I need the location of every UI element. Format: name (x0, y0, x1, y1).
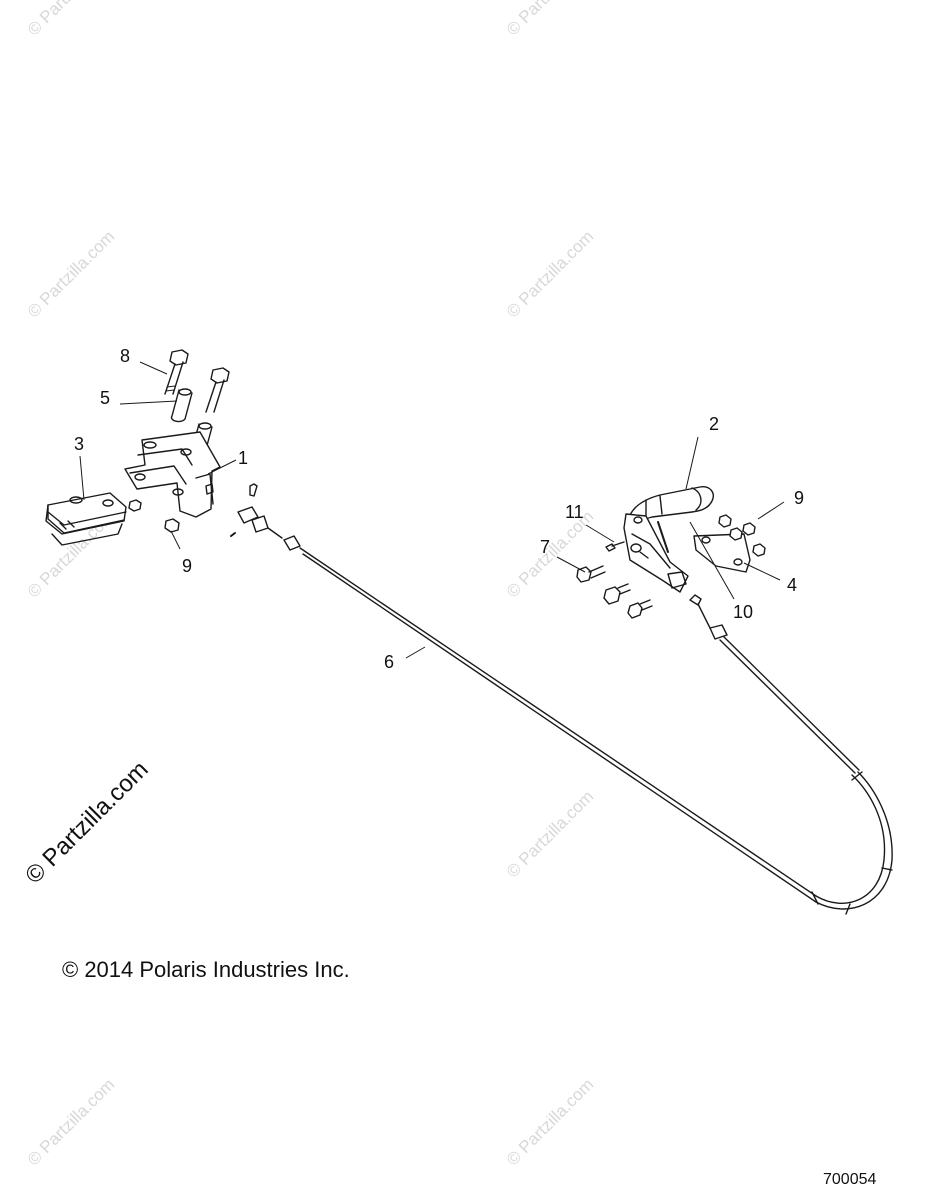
nut-part (752, 543, 766, 557)
bolt-part (603, 583, 631, 605)
callout-2: 2 (709, 414, 720, 434)
callout-10: 10 (733, 602, 754, 622)
nut-part (729, 527, 743, 541)
callout-9-left: 9 (182, 556, 193, 576)
leader-lines (79, 361, 785, 659)
callout-6: 6 (384, 652, 395, 672)
callout-4: 4 (787, 575, 798, 595)
callout-9-right: 9 (794, 488, 805, 508)
bolt-part (627, 599, 653, 619)
callout-8: 8 (120, 346, 131, 366)
diagram-number: 700054 (823, 1171, 877, 1188)
screw-part (605, 541, 625, 552)
mount-bracket-part (124, 431, 221, 518)
nut-part (164, 518, 180, 533)
callout-7: 7 (540, 537, 551, 557)
bolt-part (576, 565, 606, 583)
lever-mount-bracket-part (693, 533, 751, 573)
spacer-part (170, 388, 193, 423)
copyright-notice: © 2014 Polaris Industries Inc. (62, 957, 350, 982)
callout-5: 5 (100, 388, 111, 408)
callout-1: 1 (238, 448, 249, 468)
cable-clevis-part (237, 506, 301, 551)
bolt-part (205, 367, 230, 413)
lever-bracket-part (623, 513, 689, 593)
callout-3: 3 (74, 434, 85, 454)
brake-cable-part (299, 547, 893, 915)
nut-part (128, 499, 142, 512)
clip-part (230, 532, 236, 537)
nut-part (742, 522, 756, 536)
pad-block-part (45, 492, 127, 546)
bolt-part (164, 349, 189, 395)
callout-11: 11 (565, 502, 584, 522)
nut-part (718, 514, 732, 528)
pin-part (249, 483, 258, 497)
